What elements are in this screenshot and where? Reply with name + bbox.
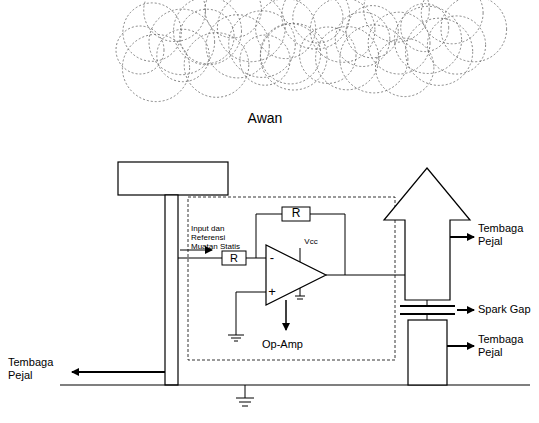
cloud-circle [206,15,269,78]
pin-label: + [268,285,276,300]
cloud-circle [174,0,242,65]
lower-copper-rod [408,320,447,385]
resistor-symbol [282,207,310,221]
cloud-circle [157,29,209,81]
cloud-label: Awan [248,110,283,126]
cloud-circle [205,0,261,38]
part-label: Spark Gap [478,303,531,316]
air-terminal-arrow [384,168,470,300]
resistor-label: R [292,207,301,221]
ground-symbol [236,398,254,399]
cloud-circle [260,23,327,90]
cloud-circle [368,12,430,74]
part-label: Op-Amp [262,338,303,351]
input-wire [178,258,222,259]
part-label: Tembaga Pejal [478,333,533,358]
resistor-label: R [230,252,238,265]
leader-arrow [457,309,474,311]
cloud-circle [427,16,485,74]
cloud-circle [340,25,408,93]
ground-symbol [239,402,251,403]
cloud-circle [256,0,316,59]
ground-symbol [297,299,303,300]
cloud-circle [122,34,189,101]
spark-gap-plate [400,305,455,307]
cloud-circle [300,27,356,83]
dashed-module-box [188,197,395,360]
ground-wire [245,385,246,398]
wire [236,292,266,335]
rod-post [165,195,178,385]
cloud-circle [335,12,389,66]
pin-label: - [270,251,274,266]
cloud-circle [217,0,285,62]
output-wire [326,275,405,276]
ground-symbol [295,296,305,297]
vcc-wire [300,248,301,262]
cloud-circle [364,0,430,42]
ground-symbol [228,335,244,336]
leader-arrow [450,236,474,238]
cloud-circle [406,18,473,85]
opamp-symbol [266,245,326,305]
part-label: Tembaga Pejal [8,356,66,381]
cloud-circle [441,0,507,62]
resistor-symbol [222,251,246,265]
part-label: Tembaga Pejal [478,222,533,247]
cloud-circle [376,38,434,96]
leader-arrow [72,371,165,373]
ground-symbol [231,338,241,339]
wire [427,314,428,320]
supply-label: Vcc [304,237,317,246]
cloud-circle [421,0,483,44]
opamp-ground-wire [300,288,301,296]
cloud-circle [310,0,375,62]
rod-top-plate [118,162,228,195]
ground-line [60,384,530,385]
ground-symbol [234,341,238,342]
signal-label: Input dan Referensi Muatan Statis [191,224,253,252]
cloud-circle [144,0,206,42]
cloud-circle [184,33,249,98]
ground-symbol [242,406,248,407]
cloud-circle [116,26,164,74]
cloud-circle [240,35,290,85]
cloud-outline [116,0,507,102]
leader-arrow [285,300,287,330]
cloud-circle [260,24,320,84]
leader-arrow [447,345,474,347]
